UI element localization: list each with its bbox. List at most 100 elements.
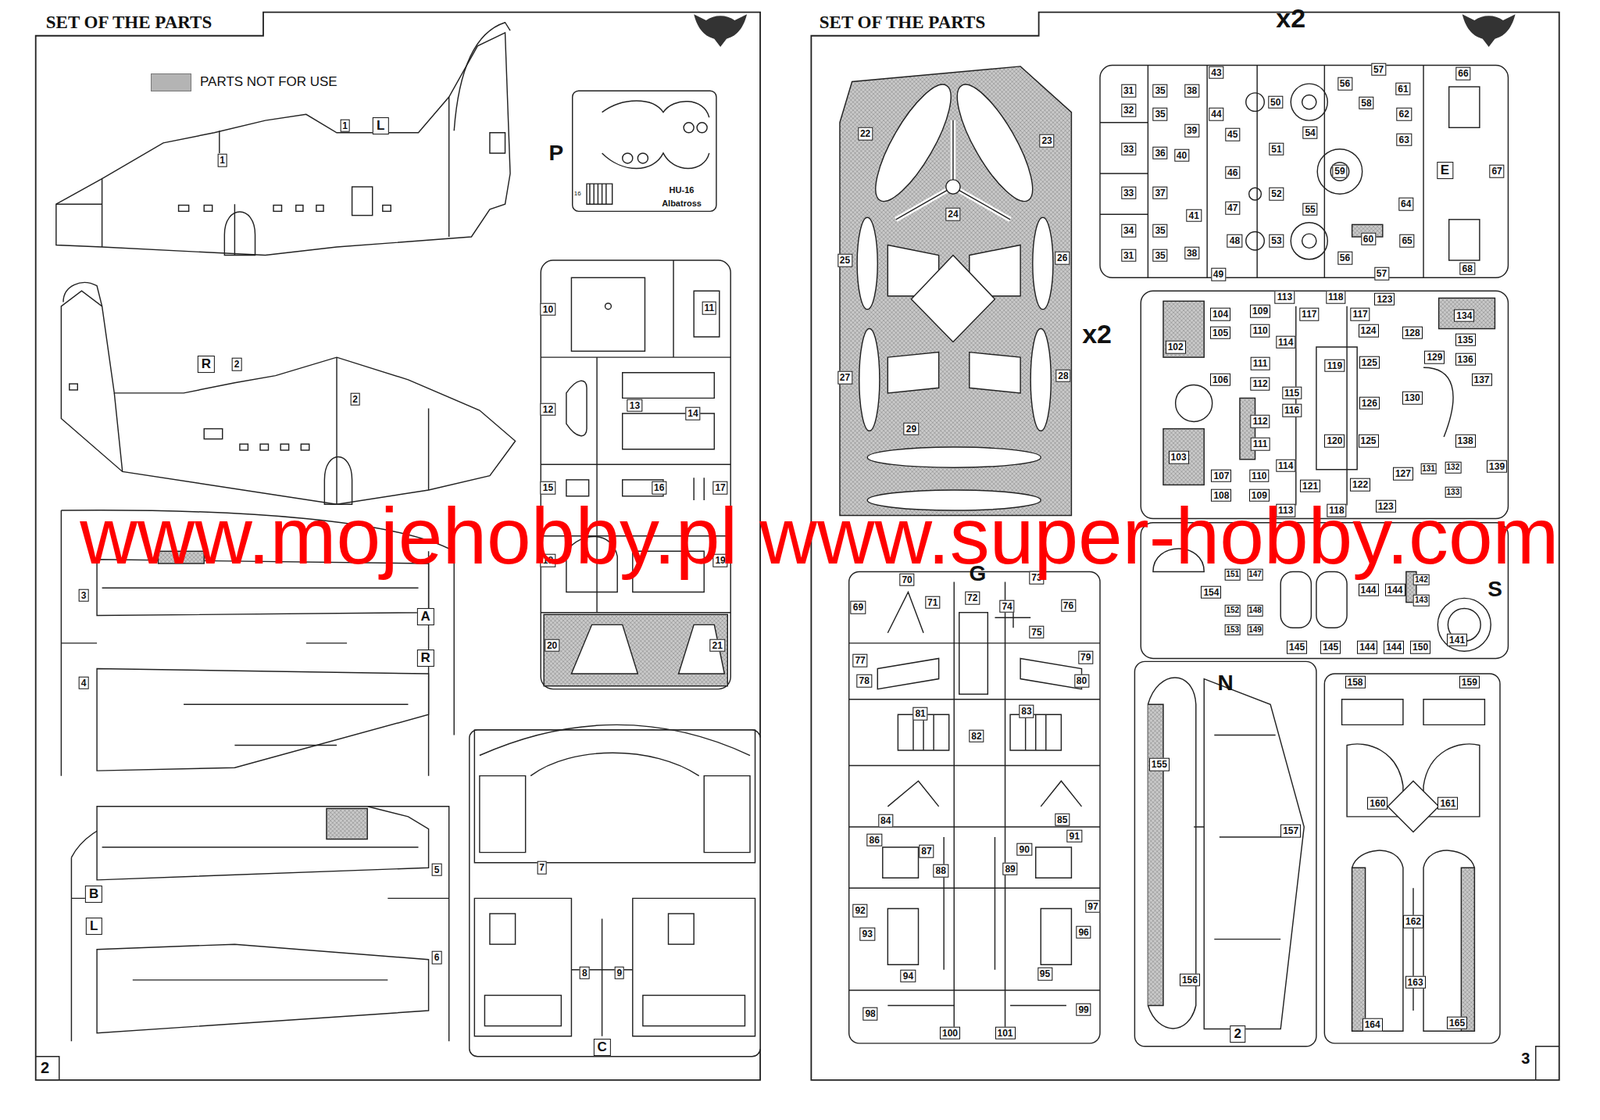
- part-number: 44: [1208, 107, 1224, 122]
- part-number: 68: [1460, 261, 1475, 275]
- page-title: SET OF THE PARTS: [819, 13, 986, 33]
- part-number: 91: [1067, 828, 1083, 843]
- part-number: 154: [1200, 585, 1222, 599]
- part-number: 2: [350, 392, 361, 406]
- part-number: 131: [1420, 462, 1437, 475]
- part-number: 7: [536, 860, 547, 875]
- part-number: 145: [1286, 640, 1308, 654]
- part-number: 59: [1332, 164, 1347, 179]
- part-number: 105: [1210, 326, 1231, 340]
- watermark: www.mojehobby.pl www.super-hobby.com: [79, 493, 1559, 578]
- part-number: 106: [1210, 373, 1231, 387]
- part-number: 62: [1396, 107, 1412, 122]
- part-number: 33: [1121, 186, 1136, 200]
- part-number: 35: [1152, 84, 1168, 98]
- part-number: 82: [968, 728, 984, 743]
- part-number: 152: [1224, 604, 1241, 617]
- part-number: 31: [1121, 84, 1136, 98]
- part-number: 17: [712, 481, 728, 495]
- part-number: 138: [1455, 434, 1476, 448]
- part-number: 162: [1403, 914, 1424, 929]
- part-number: 122: [1350, 478, 1371, 492]
- part-number: 112: [1250, 414, 1270, 429]
- part-number: 121: [1300, 478, 1321, 493]
- part-number: 67: [1489, 164, 1504, 179]
- part-number: 32: [1121, 103, 1136, 118]
- part-number: 134: [1453, 308, 1475, 322]
- part-number: 71: [925, 595, 940, 609]
- part-number: 85: [1054, 813, 1070, 827]
- sprue-letter-box: B: [85, 885, 103, 903]
- part-number: 141: [1446, 633, 1468, 647]
- part-number: 52: [1268, 187, 1284, 201]
- part-number: 57: [1371, 63, 1386, 77]
- part-number: 87: [918, 844, 934, 858]
- part-number: 37: [1152, 186, 1168, 200]
- part-number: 54: [1302, 126, 1318, 140]
- part-number: 2: [232, 357, 243, 372]
- part-number: 112: [1250, 377, 1270, 391]
- part-number: 50: [1267, 95, 1283, 109]
- part-number: 110: [1250, 324, 1270, 338]
- part-number: 125: [1359, 355, 1380, 369]
- part-number: 149: [1246, 624, 1264, 636]
- sprue-letter-box: R: [417, 649, 435, 667]
- page-title: SET OF THE PARTS: [46, 13, 212, 33]
- part-number: 100: [939, 1026, 961, 1040]
- part-number: 79: [1078, 650, 1093, 665]
- part-number: 43: [1208, 65, 1224, 79]
- part-number: 163: [1405, 975, 1426, 989]
- part-number: 114: [1275, 458, 1296, 472]
- part-number: 148: [1246, 604, 1264, 617]
- part-number: 24: [945, 207, 961, 222]
- part-number: 28: [1055, 368, 1071, 383]
- part-number: 84: [878, 814, 893, 828]
- sprue-letter: P: [548, 141, 564, 165]
- sprue-letter-box: L: [85, 917, 102, 935]
- part-number: 130: [1402, 391, 1423, 405]
- part-number: 157: [1280, 824, 1301, 838]
- part-number: 115: [1282, 386, 1302, 400]
- part-number: 165: [1446, 1015, 1468, 1029]
- part-number: 145: [1320, 640, 1341, 654]
- part-number: 88: [933, 864, 949, 878]
- part-number: 65: [1399, 234, 1415, 248]
- part-number: 129: [1424, 350, 1445, 365]
- part-number: 83: [1018, 704, 1034, 718]
- part-number: 144: [1384, 583, 1405, 597]
- part-number: 39: [1184, 124, 1200, 138]
- part-number: 114: [1275, 335, 1296, 349]
- part-number: 124: [1357, 324, 1379, 338]
- legend-swatch: [150, 73, 192, 92]
- part-number: 98: [862, 1007, 878, 1021]
- part-number: 156: [1179, 973, 1200, 987]
- part-number: 127: [1392, 467, 1414, 481]
- part-number: 35: [1152, 248, 1168, 262]
- part-number: 1: [217, 153, 228, 168]
- part-number: 116: [1282, 403, 1302, 418]
- part-number: 110: [1249, 468, 1269, 483]
- part-number: 161: [1437, 796, 1458, 811]
- part-number: 95: [1037, 967, 1053, 981]
- part-number: 92: [852, 903, 868, 918]
- part-number: 97: [1085, 900, 1100, 914]
- part-number: 46: [1225, 165, 1240, 179]
- part-number: 144: [1357, 583, 1379, 597]
- part-number: 11: [701, 301, 717, 315]
- part-number: 132: [1445, 461, 1462, 474]
- part-number: 69: [850, 600, 866, 615]
- part-number: 5: [432, 863, 443, 877]
- part-number: 119: [1325, 358, 1345, 372]
- part-number: 40: [1174, 148, 1190, 162]
- part-number: 89: [1002, 861, 1018, 875]
- part-number: 4: [78, 676, 90, 690]
- part-number: 35: [1152, 107, 1168, 122]
- part-number: 41: [1186, 208, 1202, 222]
- fret-text: HU-16: [669, 185, 695, 196]
- part-number: 103: [1168, 450, 1190, 465]
- part-number: 109: [1250, 304, 1271, 318]
- part-number: 57: [1374, 267, 1390, 281]
- sprue-letter-box: L: [372, 117, 389, 135]
- part-number: 123: [1374, 292, 1395, 306]
- part-number: 78: [857, 674, 872, 688]
